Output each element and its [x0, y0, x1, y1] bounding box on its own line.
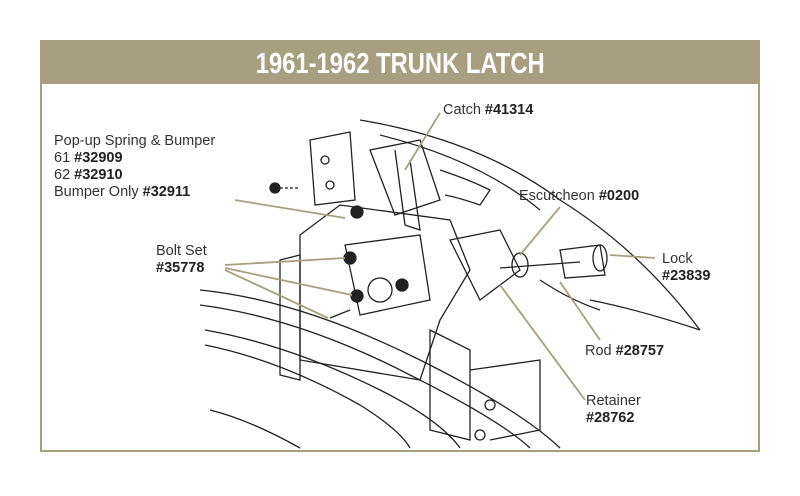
lock-assembly [499, 244, 608, 311]
part-number: #32911 [142, 184, 191, 200]
part-number: #28757 [615, 343, 665, 359]
label: 62 [54, 167, 71, 183]
callout-bolt-set: Bolt Set #35778 [156, 243, 207, 277]
label: 61 [54, 150, 71, 166]
callout-catch: Catch #41314 [443, 102, 533, 119]
label: Bumper Only [54, 184, 139, 200]
callout-popup-spring: Pop-up Spring & Bumper 61 #32909 62 #329… [54, 133, 215, 201]
bumper-part [269, 182, 281, 194]
label: Rod [585, 343, 612, 359]
catch-part [309, 131, 491, 231]
part-number: #23839 [662, 268, 711, 284]
title-text: 1961-1962 TRUNK LATCH [255, 48, 545, 80]
callout-rod: Rod #28757 [585, 343, 664, 360]
leader-lines [224, 112, 656, 401]
label: Pop-up Spring & Bumper [54, 133, 216, 149]
part-number: #0200 [598, 188, 640, 204]
part-number: #28762 [586, 410, 635, 426]
label: Lock [662, 251, 693, 267]
callout-escutcheon: Escutcheon #0200 [519, 188, 639, 205]
callout-lock: Lock #23839 [662, 251, 710, 285]
diagram-frame: 1961-1962 TRUNK LATCH [40, 40, 760, 452]
label: Retainer [586, 393, 641, 409]
part-number: #35778 [156, 260, 205, 276]
label: Catch [443, 102, 481, 118]
part-number: #41314 [484, 102, 534, 118]
label: Escutcheon [519, 188, 595, 204]
callout-retainer: Retainer #28762 [586, 393, 641, 427]
latch-plate [279, 204, 541, 441]
trunk-body-lines [199, 119, 701, 449]
label: Bolt Set [156, 243, 207, 259]
diagram-title: 1961-1962 TRUNK LATCH [42, 42, 758, 84]
part-number: #32909 [74, 150, 123, 166]
part-number: #32910 [74, 167, 123, 183]
